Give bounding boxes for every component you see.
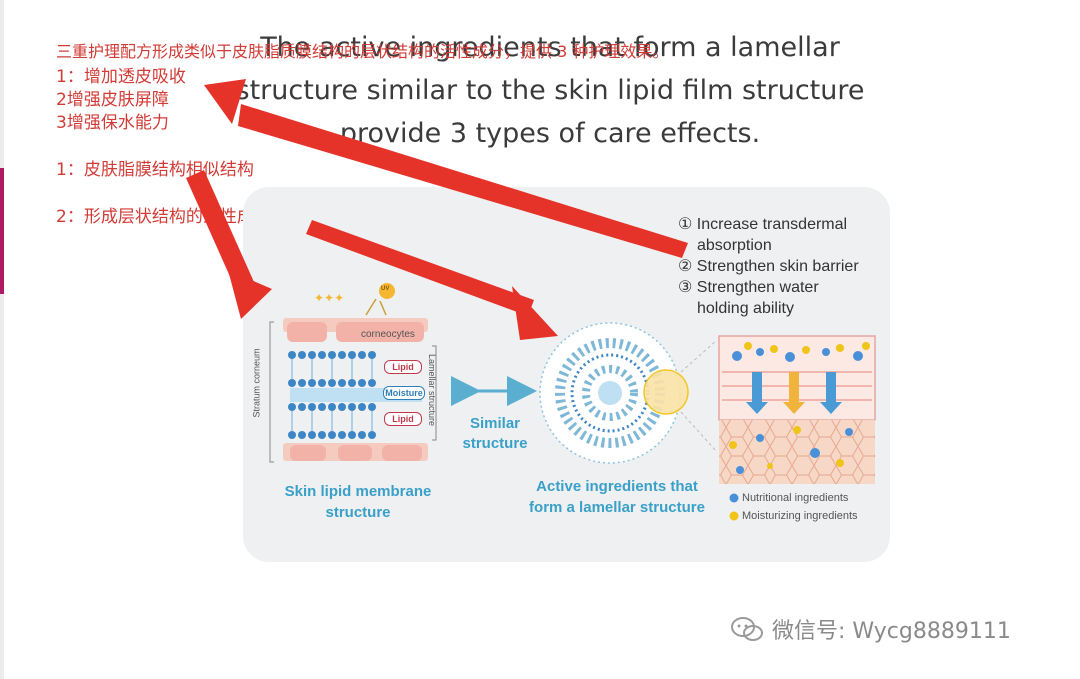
legend-moisturizing: Moisturizing ingredients [742, 510, 858, 522]
annotation-item-3: 3增强保水能力 [56, 113, 169, 133]
title-line-3: provide 3 types of care effects. [339, 118, 761, 149]
active-ingredients-caption: Active ingredients that form a lamellar … [510, 476, 724, 518]
annotation-header: 三重护理配方形成类似于皮肤脂质膜结构的层状结构的活性成分，提供 3 种护理效果。 [56, 42, 669, 61]
title-line-2: structure similar to the skin lipid film… [235, 75, 865, 106]
skin-membrane-caption: Skin lipid membrane structure [263, 481, 453, 523]
corneocytes-label: corneocytes [361, 329, 415, 340]
lipid-tag-bottom: Lipid [384, 412, 422, 426]
effect-3-cont: holding ability [697, 300, 794, 317]
active-caption-line-2: form a lamellar structure [529, 499, 705, 516]
stratum-corneum-label: Stratum corneum [251, 348, 262, 418]
annotation-item-1: 1：增加透皮吸收 [56, 67, 186, 87]
similar-line-2: structure [462, 435, 528, 452]
uv-label: UV [381, 286, 390, 292]
skin-caption-line-1: Skin lipid membrane [284, 483, 432, 500]
sparkle-icon: ✦✦✦ [314, 291, 344, 305]
watermark: 微信号: Wycg8889111 [730, 613, 1011, 645]
skin-membrane-illustration: ✦✦✦ [269, 283, 437, 463]
lipid-tag-top: Lipid [384, 360, 422, 374]
effect-1-cont: absorption [697, 237, 772, 254]
annotation-item-2: 2增强皮肤屏障 [56, 90, 169, 110]
similar-line-1: Similar [469, 415, 521, 432]
legend-nutritional-marker [729, 493, 739, 503]
watermark-text: 微信号: Wycg8889111 [772, 619, 1011, 644]
annotation-arrows [186, 79, 688, 340]
effect-1: ① Increase transdermal [678, 216, 848, 233]
care-effects-list: ① Increase transdermal absorption ② Stre… [678, 214, 859, 319]
similar-structure-label: Similar structure [448, 414, 542, 454]
active-caption-line-1: Active ingredients that [536, 478, 698, 495]
left-edge-accent [0, 168, 4, 294]
wechat-icon [731, 617, 763, 641]
effect-2: ② Strengthen skin barrier [678, 258, 859, 275]
moisture-tag: Moisture [383, 386, 425, 400]
lamellar-structure-label: Lamellar structure [427, 353, 438, 427]
lamellar-vesicle-illustration [539, 322, 718, 464]
effect-3: ③ Strengthen water [678, 279, 819, 296]
skin-caption-line-2: structure [325, 504, 391, 521]
skin-absorption-illustration [718, 335, 876, 521]
title-line-1: The active ingredients that form a lamel… [260, 32, 840, 63]
slide-title: The active ingredients that form a lamel… [230, 26, 870, 155]
legend-moisturizing-marker [729, 511, 739, 521]
legend-nutritional: Nutritional ingredients [742, 492, 849, 504]
left-edge-bar [0, 0, 4, 679]
sun-icon [379, 283, 395, 299]
